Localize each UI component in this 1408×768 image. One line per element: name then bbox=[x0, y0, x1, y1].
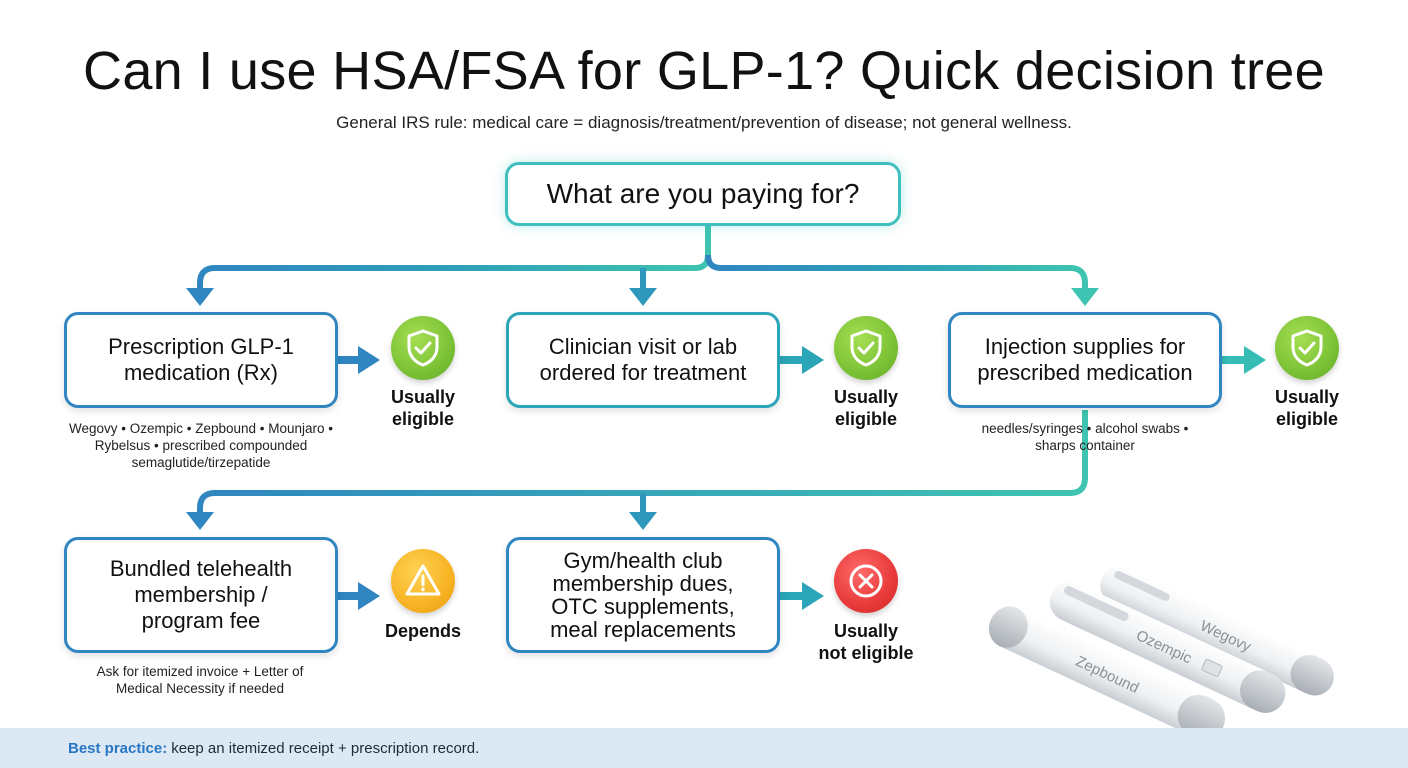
eligible-badge bbox=[1275, 316, 1339, 380]
best-practice-footer: Best practice: keep an itemized receipt … bbox=[0, 728, 1408, 768]
warning-icon bbox=[405, 564, 441, 596]
root-connector bbox=[197, 226, 711, 292]
option-prescription-note: Wegovy • Ozempic • Zepbound • Mounjaro •… bbox=[68, 421, 334, 470]
shield-check-icon bbox=[407, 329, 439, 367]
side-arrow bbox=[1222, 346, 1266, 374]
best-practice-text: keep an itemized receipt + prescription … bbox=[171, 739, 480, 757]
option-telehealth-node: Bundled telehealth membership / program … bbox=[64, 537, 338, 653]
page-subtitle: General IRS rule: medical care = diagnos… bbox=[336, 113, 1072, 132]
result-label: Usually eligible bbox=[1274, 387, 1340, 429]
root-question-node: What are you paying for? bbox=[505, 162, 901, 226]
arrowhead bbox=[186, 512, 214, 530]
option-prescription-node: Prescription GLP-1 medication (Rx) bbox=[64, 312, 338, 408]
arrowhead bbox=[629, 288, 657, 306]
option-supplies-node: Injection supplies for prescribed medica… bbox=[948, 312, 1222, 408]
not-eligible-badge bbox=[834, 549, 898, 613]
option-supplies-note: needles/syringes • alcohol swabs • sharp… bbox=[981, 421, 1189, 453]
side-arrow bbox=[338, 582, 380, 610]
result-label: Usually eligible bbox=[833, 387, 899, 429]
option-clinician-node: Clinician visit or lab ordered for treat… bbox=[506, 312, 780, 408]
eligible-badge bbox=[391, 316, 455, 380]
result-label: Depends bbox=[384, 621, 462, 641]
pen-wegovy: Wegovy bbox=[1100, 566, 1334, 696]
result-label: Usually eligible bbox=[390, 387, 456, 429]
side-arrow bbox=[780, 582, 824, 610]
option-wellness-node: Gym/health club membership dues, OTC sup… bbox=[506, 537, 780, 653]
shield-check-icon bbox=[1291, 329, 1323, 367]
best-practice-label: Best practice: bbox=[68, 739, 168, 757]
depends-badge bbox=[391, 549, 455, 613]
page-title: Can I use HSA/FSA for GLP-1? Quick decis… bbox=[83, 41, 1325, 101]
x-circle-icon bbox=[849, 564, 883, 598]
arrowhead bbox=[186, 288, 214, 306]
injection-pens-illustration: Wegovy Ozempic Zepbound bbox=[988, 566, 1334, 730]
side-arrow bbox=[780, 346, 824, 374]
side-arrow bbox=[338, 346, 380, 374]
arrowhead bbox=[1071, 288, 1099, 306]
eligible-badge bbox=[834, 316, 898, 380]
pen-ozempic: Ozempic bbox=[1049, 581, 1286, 713]
arrowhead bbox=[629, 512, 657, 530]
option-telehealth-note: Ask for itemized invoice + Letter of Med… bbox=[96, 664, 304, 696]
result-label: Usually not eligible bbox=[818, 621, 914, 663]
shield-check-icon bbox=[850, 329, 882, 367]
